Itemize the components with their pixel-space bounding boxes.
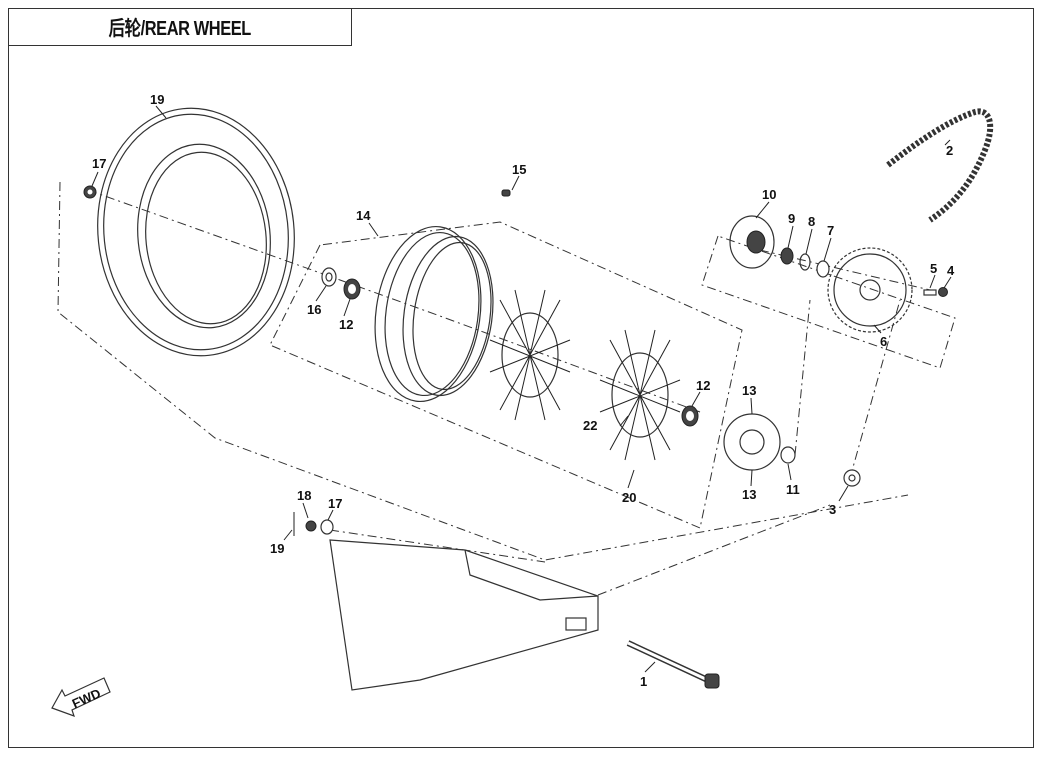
callout-3: 3 [829, 502, 836, 517]
callout-1: 1 [640, 674, 647, 689]
bolt-5 [923, 289, 937, 296]
spoke-set-left [489, 289, 571, 421]
title-box: 后轮/REAR WHEEL [8, 8, 352, 46]
valve-cap [83, 185, 97, 199]
callout-4: 4 [947, 263, 955, 278]
rim [374, 225, 494, 403]
leader-lines [91, 105, 952, 673]
page-title: 后轮/REAR WHEEL [108, 18, 251, 40]
callout-8: 8 [808, 214, 815, 229]
callout-12-left: 12 [339, 317, 353, 332]
swingarm [329, 539, 599, 691]
callout-21-spokes: 20 [622, 490, 636, 505]
callout-20: 19 [270, 541, 284, 556]
nut-19 [305, 520, 317, 532]
diagram-frame [8, 8, 1034, 748]
callout-6: 6 [880, 334, 887, 349]
forward-arrow-icon: FWD [51, 677, 111, 717]
circlip-8 [799, 253, 811, 271]
drive-chain [886, 108, 994, 223]
callout-12-right: 12 [696, 378, 710, 393]
callout-7: 7 [827, 223, 834, 238]
sprocket-assembly-outline [701, 235, 956, 369]
callout-11: 11 [786, 482, 800, 497]
cush-drive-damper [723, 413, 781, 471]
callout-17: 17 [92, 156, 106, 171]
rim-assembly-outline [269, 221, 743, 529]
rear-sprocket [827, 247, 913, 333]
spoke-set-right [599, 329, 681, 461]
callout-15: 15 [512, 162, 526, 177]
spacer-16 [321, 267, 337, 287]
spacer-3 [843, 469, 861, 487]
valve [501, 189, 511, 197]
callout-16: 16 [307, 302, 321, 317]
bearing-9 [780, 247, 794, 265]
fwd-label: FWD [70, 686, 103, 712]
sprocket-hub [729, 215, 775, 269]
callout-21-tire: 19 [150, 92, 164, 107]
callout-22: 22 [583, 418, 597, 433]
axle [626, 640, 720, 689]
callout-19: 18 [297, 488, 311, 503]
axle-line [87, 189, 931, 413]
callout-10: 10 [762, 187, 776, 202]
callout-13-top: 13 [742, 383, 756, 398]
callout-9: 9 [788, 211, 795, 226]
spacer-11 [780, 446, 796, 464]
spacer-line [794, 299, 901, 479]
bearing-12-right [681, 405, 699, 427]
callout-13-bottom: 13 [742, 487, 756, 502]
callout-2: 2 [946, 143, 953, 158]
nut-4 [938, 287, 948, 297]
callout-5: 5 [930, 261, 937, 276]
bearing-12-left [343, 278, 361, 300]
washer-7 [816, 260, 830, 278]
washer-18 [320, 519, 334, 535]
tire-assembly-outline [57, 181, 909, 561]
callout-14: 14 [356, 208, 371, 223]
callout-18: 17 [328, 496, 342, 511]
swingarm-line [329, 504, 831, 596]
tire [97, 107, 295, 357]
